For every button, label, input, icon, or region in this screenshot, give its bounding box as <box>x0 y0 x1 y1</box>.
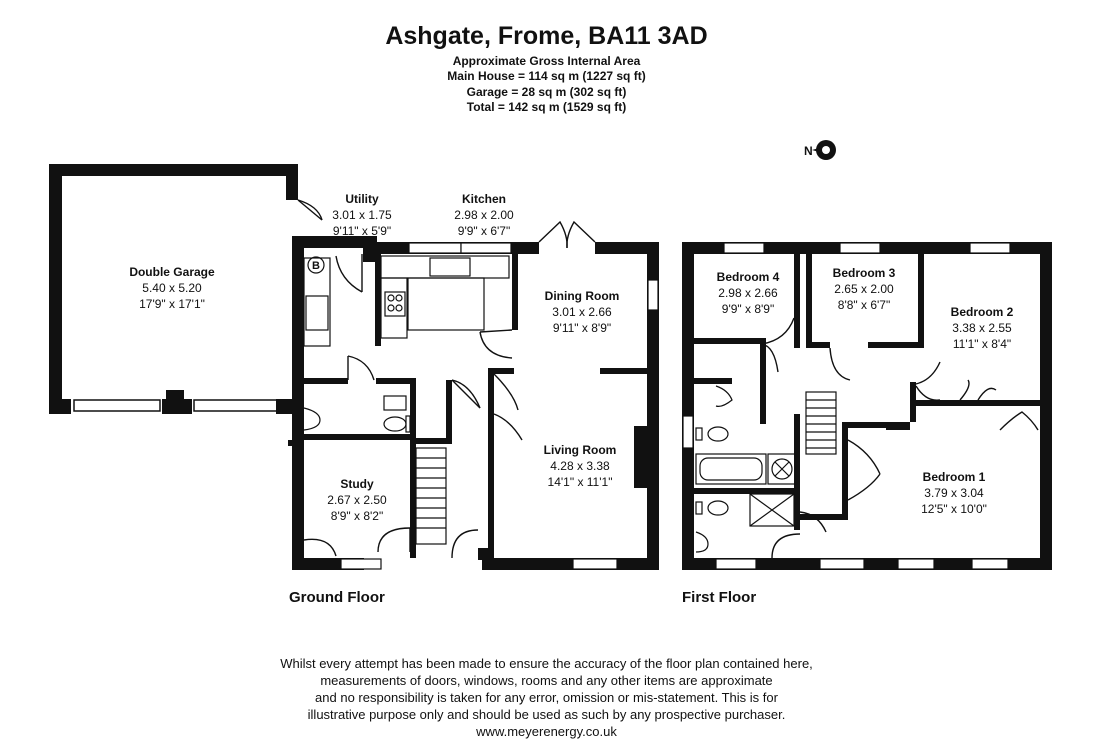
ground-wc-fittings <box>303 395 411 433</box>
room-label-garage: Double Garage 5.40 x 5.20 17'9" x 17'1" <box>129 265 215 311</box>
svg-text:14'1" x 11'1": 14'1" x 11'1" <box>548 475 613 489</box>
svg-text:9'11" x 8'9": 9'11" x 8'9" <box>553 321 611 335</box>
room-label-kitchen: Kitchen 2.98 x 2.00 9'9" x 6'7" <box>454 192 514 238</box>
svg-text:Study: Study <box>340 477 374 491</box>
svg-text:Kitchen: Kitchen <box>462 192 506 206</box>
ground-floor-windows <box>340 242 659 570</box>
svg-text:3.79 x 3.04: 3.79 x 3.04 <box>924 486 984 500</box>
disclaimer-line: Whilst every attempt has been made to en… <box>280 656 813 671</box>
svg-text:Dining Room: Dining Room <box>545 289 620 303</box>
total-area: Total = 142 sq m (1529 sq ft) <box>466 100 627 114</box>
bathroom-fittings <box>695 385 797 553</box>
boiler-icon: B <box>307 256 325 274</box>
svg-text:9'11" x 5'9": 9'11" x 5'9" <box>333 224 391 238</box>
first-floor-walls <box>682 242 1052 570</box>
room-label-living: Living Room 4.28 x 3.38 14'1" x 11'1" <box>544 443 617 489</box>
svg-text:9'9" x 6'7": 9'9" x 6'7" <box>458 224 510 238</box>
ground-floor-label: Ground Floor <box>289 589 385 606</box>
room-label-bedroom-4: Bedroom 4 2.98 x 2.66 9'9" x 8'9" <box>717 270 780 316</box>
room-label-utility: Utility 3.01 x 1.75 9'11" x 5'9" <box>332 192 392 238</box>
room-label-bedroom-3: Bedroom 3 2.65 x 2.00 8'8" x 6'7" <box>833 266 896 312</box>
svg-text:8'9" x 8'2": 8'9" x 8'2" <box>331 509 383 523</box>
room-label-study: Study 2.67 x 2.50 8'9" x 8'2" <box>327 477 387 523</box>
svg-text:17'9" x 17'1": 17'9" x 17'1" <box>139 297 205 311</box>
svg-text:Living Room: Living Room <box>544 443 617 457</box>
website-link[interactable]: www.meyerenergy.co.uk <box>476 724 617 739</box>
ground-floor-doors <box>297 199 596 559</box>
svg-text:8'8" x 6'7": 8'8" x 6'7" <box>838 298 890 312</box>
room-label-bedroom-2: Bedroom 2 3.38 x 2.55 11'1" x 8'4" <box>951 305 1014 351</box>
compass-north-label: N <box>804 144 813 158</box>
main-house-area: Main House = 114 sq m (1227 sq ft) <box>447 69 646 83</box>
svg-text:3.38 x 2.55: 3.38 x 2.55 <box>952 321 1012 335</box>
first-floor-windows <box>682 242 1011 570</box>
svg-text:Bedroom 4: Bedroom 4 <box>717 270 780 284</box>
svg-text:Bedroom 3: Bedroom 3 <box>833 266 896 280</box>
compass-icon: N <box>804 140 836 160</box>
first-floor-label: First Floor <box>682 589 757 606</box>
svg-text:12'5" x 10'0": 12'5" x 10'0" <box>921 502 987 516</box>
svg-text:Bedroom 1: Bedroom 1 <box>923 470 986 484</box>
room-label-bedroom-1: Bedroom 1 3.79 x 3.04 12'5" x 10'0" <box>921 470 987 516</box>
svg-text:2.67 x 2.50: 2.67 x 2.50 <box>327 493 387 507</box>
disclaimer-line: illustrative purpose only and should be … <box>307 707 786 722</box>
svg-text:3.01 x 2.66: 3.01 x 2.66 <box>552 305 612 319</box>
svg-text:4.28 x 3.38: 4.28 x 3.38 <box>550 459 610 473</box>
svg-text:Utility: Utility <box>345 192 379 206</box>
svg-text:B: B <box>312 260 320 272</box>
disclaimer-line: measurements of doors, windows, rooms an… <box>320 673 773 688</box>
svg-text:Bedroom 2: Bedroom 2 <box>951 305 1014 319</box>
first-floor-stairs <box>805 391 837 455</box>
svg-text:2.98 x 2.00: 2.98 x 2.00 <box>454 208 514 222</box>
svg-text:2.65 x 2.00: 2.65 x 2.00 <box>834 282 894 296</box>
plan-title: Ashgate, Frome, BA11 3AD <box>385 22 708 50</box>
kitchen-units <box>303 255 510 347</box>
disclaimer-line: and no responsibility is taken for any e… <box>315 690 778 705</box>
garage-door <box>73 399 279 412</box>
svg-text:3.01 x 1.75: 3.01 x 1.75 <box>332 208 392 222</box>
area-heading: Approximate Gross Internal Area <box>452 54 641 68</box>
disclaimer: Whilst every attempt has been made to en… <box>0 655 1093 740</box>
svg-text:5.40 x 5.20: 5.40 x 5.20 <box>142 281 202 295</box>
ground-stairs <box>415 447 447 545</box>
svg-text:9'9" x 8'9": 9'9" x 8'9" <box>722 302 774 316</box>
garage-area: Garage = 28 sq m (302 sq ft) <box>466 85 627 99</box>
room-label-dining: Dining Room 3.01 x 2.66 9'11" x 8'9" <box>545 289 620 335</box>
svg-text:11'1" x 8'4": 11'1" x 8'4" <box>953 337 1011 351</box>
svg-text:2.98 x 2.66: 2.98 x 2.66 <box>718 286 778 300</box>
svg-text:Double Garage: Double Garage <box>129 265 215 279</box>
first-floor-doors <box>759 317 1039 559</box>
